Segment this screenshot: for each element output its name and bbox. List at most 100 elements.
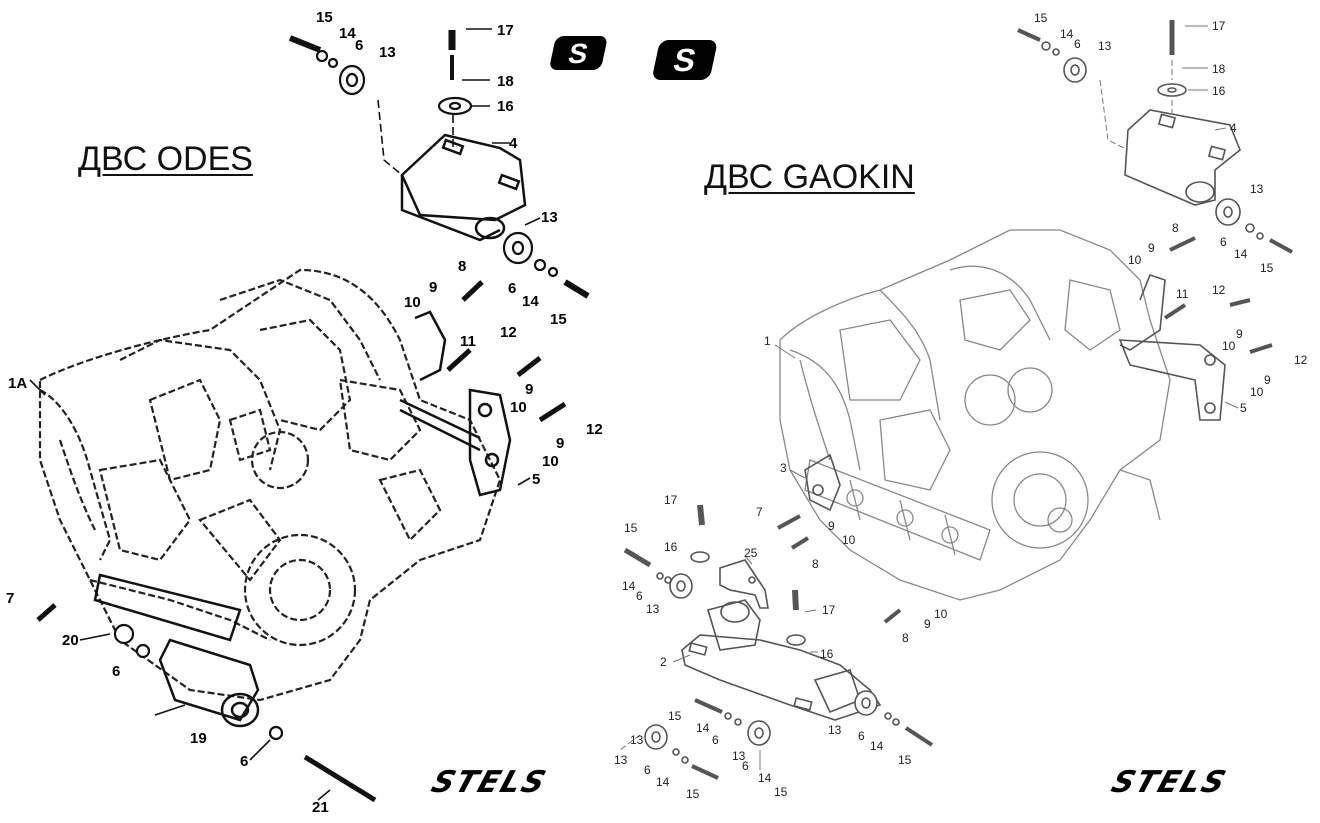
callout-label: 10	[1250, 385, 1264, 399]
callout-label: 16	[1212, 84, 1226, 98]
stels-wordmark: STELS	[1107, 765, 1232, 800]
callout-label: 12	[1294, 353, 1308, 367]
gaokin-bracket-5	[1118, 274, 1226, 421]
callout-label: 9	[525, 381, 533, 398]
callout-label: 5	[532, 471, 540, 488]
callout-label: 15	[686, 787, 700, 801]
callout-label: 21	[312, 799, 329, 816]
callout-label: 6	[355, 37, 363, 54]
callout-label: 1A	[8, 375, 27, 392]
callout-label: 9	[1264, 373, 1271, 387]
s-logo: S	[550, 36, 607, 70]
gaokin-bracket-4	[1124, 109, 1241, 206]
stels-wordmark: STELS	[427, 765, 552, 800]
callout-label: 19	[190, 730, 207, 747]
callout-label: 15	[898, 753, 912, 767]
callout-label: 6	[712, 733, 719, 747]
callout-label: 14	[696, 721, 710, 735]
callout-label: 8	[902, 631, 909, 645]
callout-label: 10	[1222, 339, 1236, 353]
callout-label: 4	[1230, 121, 1237, 135]
odes-leader-lines	[29, 28, 541, 801]
callout-label: 15	[1034, 11, 1048, 25]
callout-label: 14	[656, 775, 670, 789]
callout-label: 16	[497, 98, 514, 115]
callout-label: 10	[542, 453, 559, 470]
callout-label: 10	[404, 294, 421, 311]
callout-label: 8	[812, 557, 819, 571]
callout-label: 9	[556, 435, 564, 452]
callout-label: 13	[379, 44, 396, 61]
callout-label: 11	[1176, 287, 1189, 301]
callout-label: 6	[742, 759, 749, 773]
callout-label: 13	[541, 209, 558, 226]
gaokin-bracket-25	[719, 559, 769, 609]
callout-label: 6	[636, 589, 643, 603]
callout-label: 14	[758, 771, 772, 785]
callout-label: 7	[6, 590, 14, 607]
callout-label: 8	[1172, 221, 1179, 235]
odes-engine-drawing	[38, 268, 502, 702]
odes-bracket-4	[400, 133, 527, 242]
odes-lower-mount-19	[93, 573, 260, 728]
callout-label: 13	[1250, 182, 1264, 196]
callout-label: 12	[586, 421, 603, 438]
callout-label: 14	[339, 25, 356, 42]
callout-label: 18	[497, 73, 514, 90]
gaokin-bracket-3	[804, 453, 841, 512]
callout-label: 16	[820, 647, 834, 661]
callout-label: 10	[934, 607, 948, 621]
callout-label: 15	[774, 785, 788, 799]
gaokin-engine-drawing	[779, 229, 1171, 601]
s-logo: S	[653, 40, 717, 80]
callout-label: 1	[764, 334, 771, 348]
gaokin-callout-labels: 15 14 6 13 17 18 16 4 13 8 6 14 15 9 10 …	[614, 11, 1308, 801]
callout-label: 6	[1074, 37, 1081, 51]
callout-label: 16	[664, 540, 678, 554]
callout-label: 6	[644, 763, 651, 777]
callout-label: 25	[744, 546, 758, 560]
callout-label: 14	[870, 739, 884, 753]
callout-label: 10	[510, 399, 527, 416]
callout-label: 13	[614, 753, 628, 767]
callout-label: 6	[240, 753, 248, 770]
callout-label: 6	[112, 663, 120, 680]
callout-label: 14	[1234, 247, 1248, 261]
callout-label: 13	[646, 602, 660, 616]
callout-label: 15	[1260, 261, 1274, 275]
title-odes-engine: ДВС ODES	[78, 140, 253, 178]
callout-label: 15	[550, 311, 567, 328]
callout-label: 14	[522, 293, 539, 310]
callout-label: 13	[828, 723, 842, 737]
callout-label: 9	[828, 519, 835, 533]
callout-label: 15	[624, 521, 638, 535]
callout-label: 10	[1128, 253, 1142, 267]
odes-callout-labels: 15 14 6 13 17 18 16 4 13 8 9 10 6 14 15 …	[6, 9, 603, 816]
callout-label: 17	[822, 603, 836, 617]
gaokin-crossmember-2	[681, 599, 882, 721]
callout-label: 20	[62, 632, 79, 649]
callout-label: 4	[509, 135, 518, 152]
callout-label: 13	[1098, 39, 1112, 53]
title-gaokin-engine: ДВС GAOKIN	[704, 158, 915, 196]
callout-label: 18	[1212, 62, 1226, 76]
callout-label: 6	[1220, 235, 1227, 249]
callout-label: 6	[508, 280, 516, 297]
callout-label: 9	[1148, 241, 1155, 255]
callout-label: 13	[630, 733, 644, 747]
callout-label: 12	[500, 324, 517, 341]
callout-label: 13	[732, 749, 746, 763]
callout-label: 15	[668, 709, 682, 723]
callout-label: 9	[1236, 327, 1243, 341]
callout-label: 14	[622, 579, 636, 593]
callout-label: 3	[780, 461, 787, 475]
callout-label: 8	[458, 258, 466, 275]
callout-label: 17	[664, 493, 678, 507]
callout-label: 6	[858, 729, 865, 743]
callout-label: 2	[660, 655, 667, 669]
odes-bracket-5	[399, 310, 512, 497]
callout-label: 12	[1212, 283, 1226, 297]
callout-label: 14	[1060, 27, 1074, 41]
callout-label: 5	[1240, 401, 1247, 415]
